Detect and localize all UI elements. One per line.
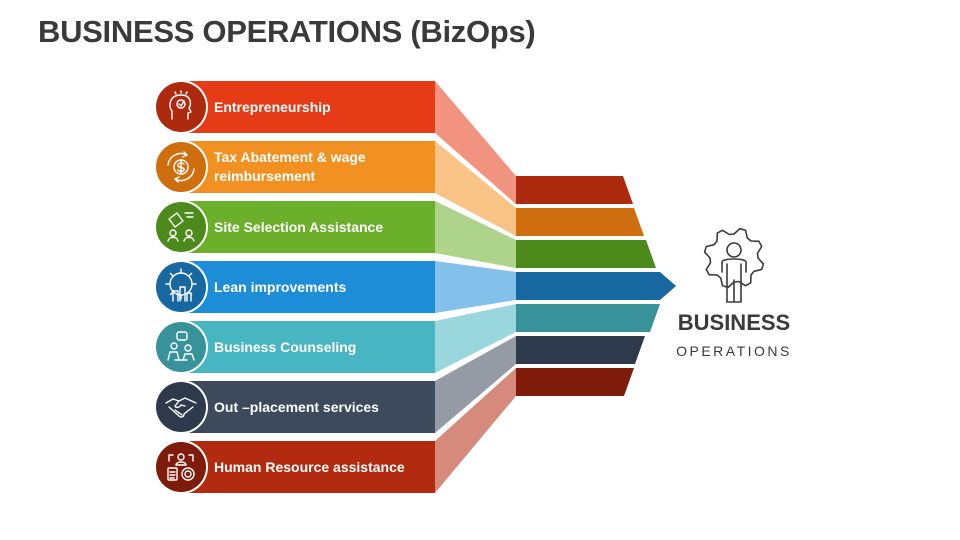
item-band-2 xyxy=(183,141,435,193)
funnel-segment-7 xyxy=(435,368,516,493)
item-band-7 xyxy=(183,441,435,493)
item-band-1 xyxy=(183,81,435,133)
item-band-3 xyxy=(183,201,435,253)
output-bar-3 xyxy=(516,240,656,268)
item-band-5 xyxy=(183,321,435,373)
output-bar-1 xyxy=(516,176,633,204)
center-subtitle: OPERATIONS xyxy=(676,343,792,359)
item-label-5: Business Counseling xyxy=(214,338,357,355)
output-bar-2 xyxy=(516,208,644,236)
counseling-icon xyxy=(154,320,208,374)
output-bar-5 xyxy=(516,304,660,332)
item-band-4 xyxy=(183,261,435,313)
head-idea-icon xyxy=(154,80,208,134)
funnel-segment-4 xyxy=(435,261,516,313)
funnel-segment-1 xyxy=(435,81,516,204)
handshake-icon xyxy=(154,380,208,434)
item-label-2: Tax Abatement & wage reimbursement xyxy=(214,149,366,184)
lean-gear-icon xyxy=(154,260,208,314)
output-bar-6 xyxy=(516,336,645,364)
item-label-6: Out –placement services xyxy=(214,398,379,415)
item-label-4: Lean improvements xyxy=(214,278,347,295)
funnel-segment-3 xyxy=(435,201,516,268)
hr-settings-icon xyxy=(154,440,208,494)
item-label-1: Entrepreneurship xyxy=(214,98,331,115)
item-band-6 xyxy=(183,381,435,433)
dollar-cycle-icon xyxy=(154,140,208,194)
item-label-7: Human Resource assistance xyxy=(214,458,405,475)
output-bar-7 xyxy=(516,368,634,396)
funnel-segment-2 xyxy=(435,141,516,236)
funnel-segment-5 xyxy=(435,304,516,373)
page-title: BUSINESS OPERATIONS (BizOps) xyxy=(38,14,536,49)
output-bar-4 xyxy=(516,272,676,300)
funnel-segment-6 xyxy=(435,336,516,433)
center-title: BUSINESS xyxy=(677,310,791,335)
site-selection-icon xyxy=(154,200,208,254)
person-gear-icon xyxy=(703,227,765,303)
item-label-3: Site Selection Assistance xyxy=(214,218,384,235)
